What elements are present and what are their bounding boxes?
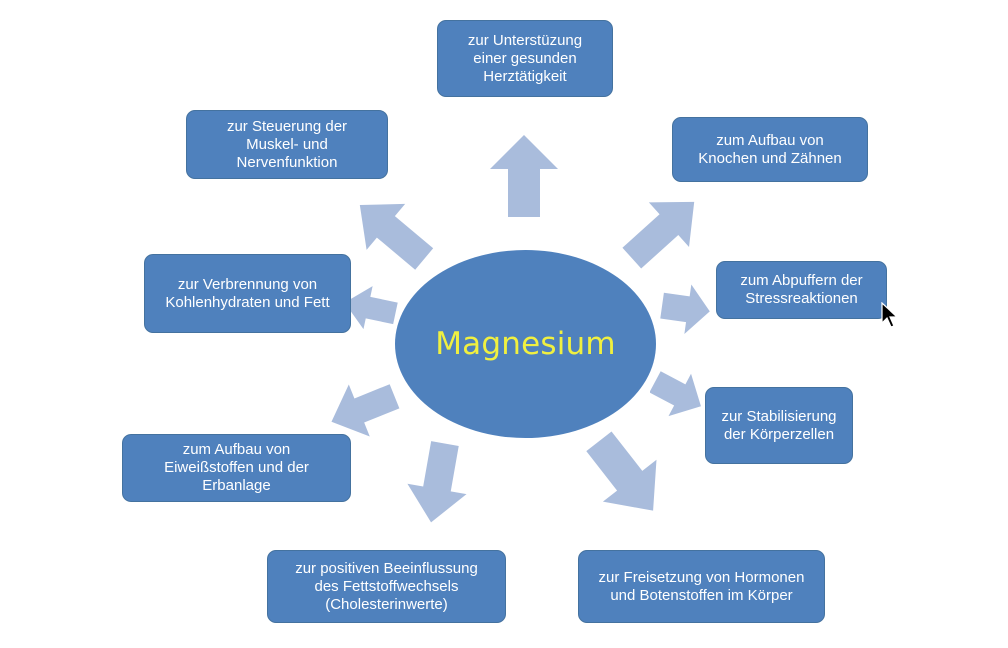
box-fat-metabolism: zur positiven Beeinflussung des Fettstof…: [267, 550, 506, 623]
box-hormones: zur Freisetzung von Hormonen und Botenst…: [578, 550, 825, 623]
center-label: Magnesium: [435, 326, 616, 362]
mouse-cursor-icon: [881, 302, 899, 328]
arrow-icon-left-middle: [344, 286, 398, 330]
box-heart-support: zur Unterstüzung einer gesunden Herztäti…: [437, 20, 613, 97]
arrow-icon-right-lower: [650, 371, 701, 417]
box-carbs-fat: zur Verbrennung von Kohlenhydraten und F…: [144, 254, 351, 333]
box-protein-genes: zum Aufbau von Eiweißstoffen und der Erb…: [122, 434, 351, 502]
center-ellipse: Magnesium: [395, 250, 656, 438]
arrow-icon-top-left: [359, 203, 434, 270]
arrow-icon-left-lower: [331, 384, 400, 437]
box-stress-buffer: zum Abpuffern der Stressreaktionen: [716, 261, 887, 319]
arrow-icon-right-upper: [660, 284, 710, 335]
box-muscle-nerve: zur Steuerung der Muskel- und Nervenfunk…: [186, 110, 388, 179]
arrow-icon-top: [490, 135, 558, 217]
box-body-cells: zur Stabilisierung der Körperzellen: [705, 387, 853, 464]
box-bones-teeth: zum Aufbau von Knochen und Zähnen: [672, 117, 868, 182]
arrow-icon-bottom-right: [586, 431, 657, 511]
arrow-icon-bottom-left: [407, 441, 467, 523]
arrow-icon-top-right: [622, 201, 695, 269]
